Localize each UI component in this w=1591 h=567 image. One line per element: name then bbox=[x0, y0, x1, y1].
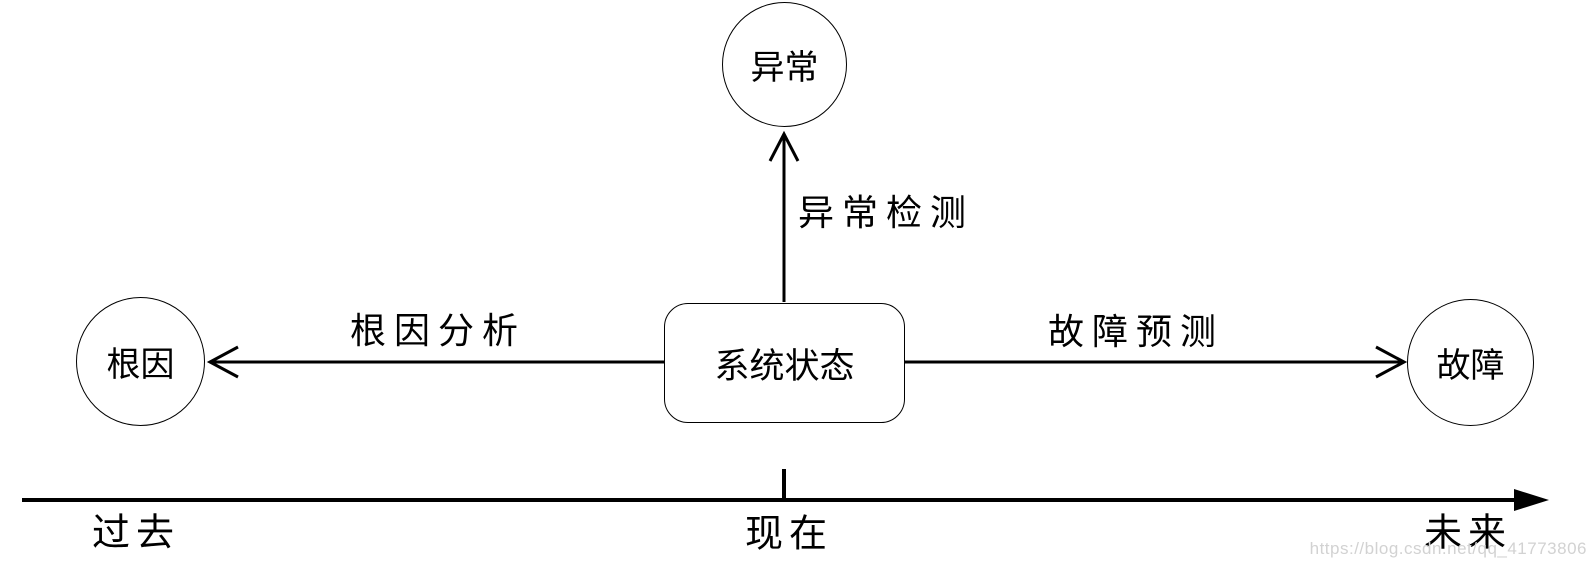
timeline-label-present: 现在 bbox=[744, 511, 834, 556]
node-fault-label: 故障 bbox=[1436, 347, 1505, 385]
node-system-state: 系统状态 bbox=[664, 303, 905, 423]
arrowhead-up-icon bbox=[768, 130, 800, 162]
timeline-label-future: 未来 bbox=[1423, 510, 1513, 555]
node-root-cause: 根因 bbox=[76, 297, 205, 426]
node-fault: 故障 bbox=[1407, 299, 1534, 426]
node-anomaly: 异常 bbox=[722, 2, 847, 127]
edge-label-anomaly-detection: 异常检测 bbox=[797, 193, 975, 234]
edge-label-root-cause-analysis: 根因分析 bbox=[349, 311, 527, 352]
timeline-label-past: 过去 bbox=[91, 510, 181, 555]
watermark-url: https://blog.csdn.net/qq_41773806 bbox=[1309, 539, 1587, 558]
node-root-cause-label: 根因 bbox=[106, 346, 175, 384]
arrowhead-right-icon bbox=[1375, 345, 1408, 379]
edge-label-fault-prediction: 故障预测 bbox=[1047, 312, 1225, 353]
timeline-arrowhead-icon bbox=[1514, 489, 1549, 511]
node-system-state-label: 系统状态 bbox=[714, 346, 855, 386]
node-anomaly-label: 异常 bbox=[750, 49, 819, 87]
arrowhead-left-icon bbox=[206, 345, 239, 379]
